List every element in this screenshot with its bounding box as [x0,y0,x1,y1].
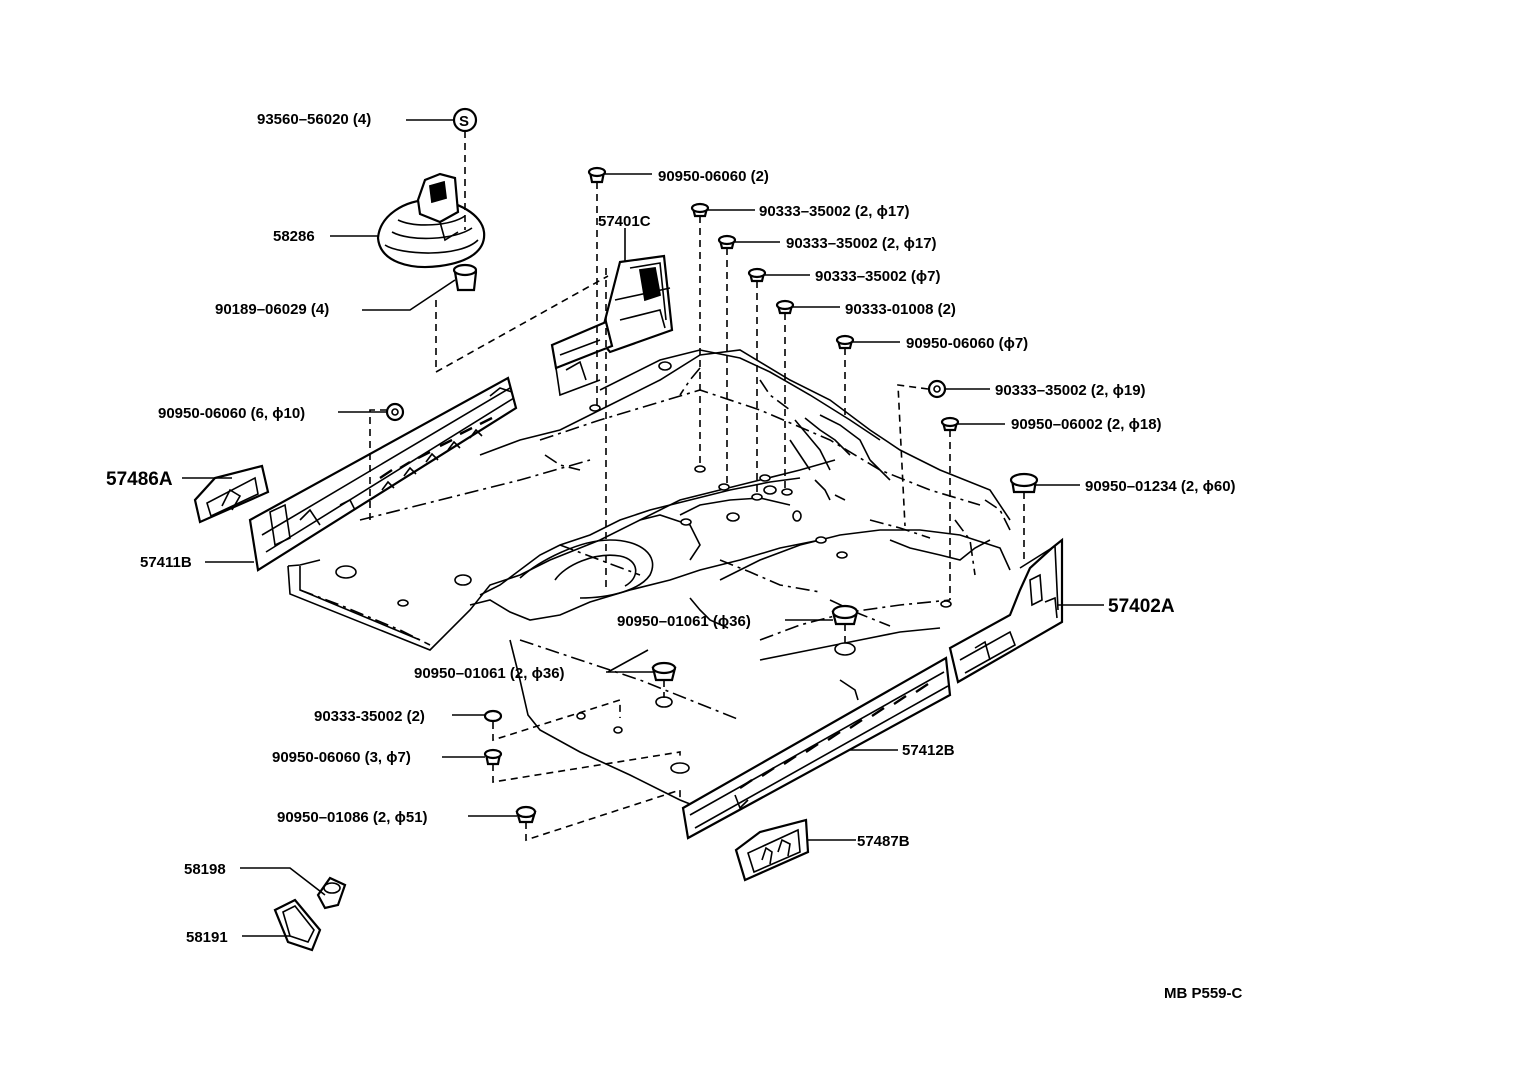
s-symbol-letter: S [459,113,469,130]
callout-90333-01008: 90333-01008 (2) [845,301,956,318]
part-57401C-bracket [550,254,674,397]
callout-90333-35002-b: 90333–35002 (2, ϕ17) [786,235,937,252]
callout-90950-01061-b: 90950–01061 (2, ϕ36) [414,665,565,682]
callout-90950-06060-7: 90950-06060 (ϕ7) [906,335,1028,352]
part-58198-58191-plug [273,876,347,952]
part-57486A-pad [193,464,270,524]
callout-57486A: 57486A [106,469,173,490]
callout-90950-01061-a: 90950–01061 (ϕ36) [617,613,751,630]
leader-lines [182,119,1104,937]
callout-90950-01086: 90950–01086 (2, ϕ51) [277,809,428,826]
callout-90189-06029: 90189–06029 (4) [215,301,329,318]
callout-90950-06060-3: 90950-06060 (3, ϕ7) [272,749,411,766]
callout-58286: 58286 [273,228,315,245]
callout-90950-01234: 90950–01234 (2, ϕ60) [1085,478,1236,495]
callout-58198: 58198 [184,861,226,878]
callout-58191: 58191 [186,929,228,946]
callout-90950-06060-6: 90950-06060 (6, ϕ10) [158,405,305,422]
callout-90333-35002-a: 90333–35002 (2, ϕ17) [759,203,910,220]
callout-93560-56020: 93560–56020 (4) [257,111,371,128]
callout-90950-06060-2: 90950-06060 (2) [658,168,769,185]
part-57487B-pad [734,818,810,882]
callout-57487B: 57487B [857,833,910,850]
callout-57412B: 57412B [902,742,955,759]
callout-90333-35002-c: 90333–35002 (ϕ7) [815,268,941,285]
callout-90333-35002-d: 90333–35002 (2, ϕ19) [995,382,1146,399]
callout-57411B: 57411B [140,554,192,571]
callout-57402A: 57402A [1108,596,1175,617]
part-57402A-panel [948,537,1064,684]
callout-90333-35002-e: 90333-35002 (2) [314,708,425,725]
fasteners [385,107,1039,824]
diagram-reference-code: MB P559-C [1164,985,1243,1002]
part-58286-shift-boot [376,172,486,269]
assembly-lines [369,131,1025,842]
clip-90189-06029 [452,263,478,292]
part-57412B-right-rocker [681,656,952,840]
part-57411B-left-rocker [248,376,518,572]
callout-57401C: 57401C [598,213,651,230]
callout-labels: 93560–56020 (4) 58286 90189–06029 (4) 90… [106,111,1243,1002]
callout-90950-06002: 90950–06002 (2, ϕ18) [1011,416,1162,433]
